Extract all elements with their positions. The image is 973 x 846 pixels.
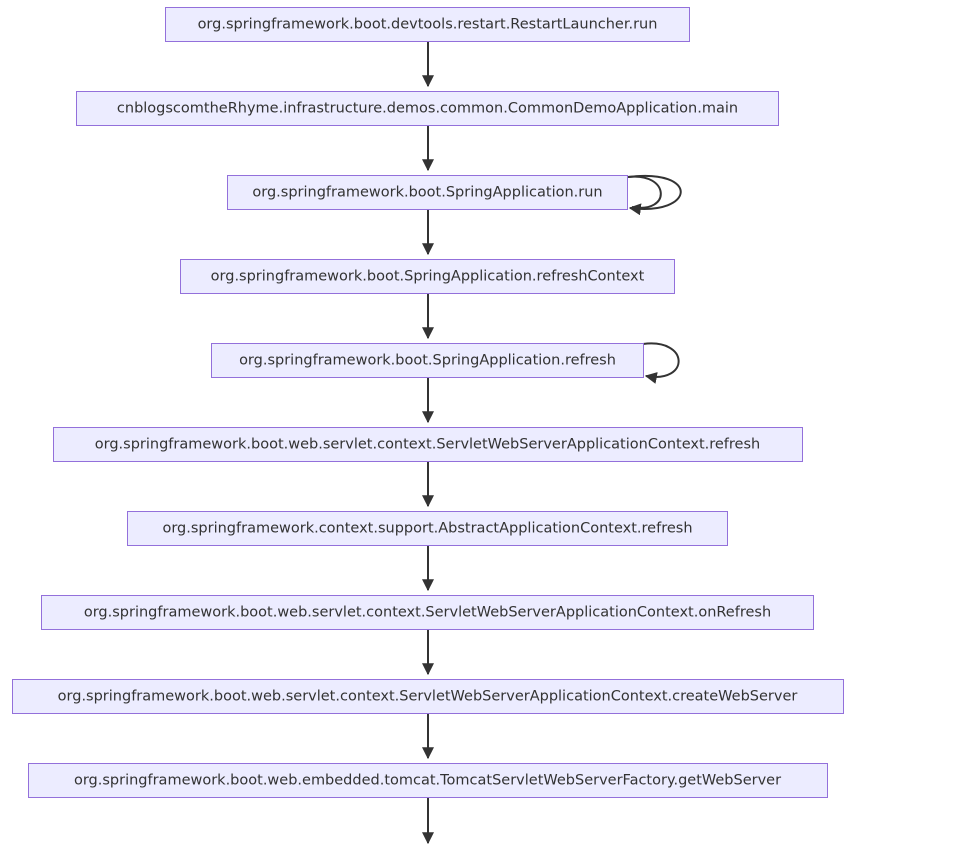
- nodes: org.springframework.boot.devtools.restar…: [12, 7, 844, 798]
- self-loop-n3-inner: [627, 175, 662, 209]
- node-restart-launcher-run: org.springframework.boot.devtools.restar…: [165, 7, 690, 42]
- node-label: org.springframework.boot.web.embedded.to…: [74, 773, 781, 789]
- node-spring-application-refresh: org.springframework.boot.SpringApplicati…: [211, 343, 644, 378]
- node-servlet-web-server-context-create-web-server: org.springframework.boot.web.servlet.con…: [12, 679, 844, 714]
- node-label: org.springframework.context.support.Abst…: [162, 521, 692, 537]
- node-servlet-web-server-context-refresh: org.springframework.boot.web.servlet.con…: [53, 427, 803, 462]
- edges: [422, 41, 682, 845]
- node-label: cnblogscomtheRhyme.infrastructure.demos.…: [117, 101, 738, 117]
- node-label: org.springframework.boot.SpringApplicati…: [239, 353, 616, 369]
- node-label: org.springframework.boot.devtools.restar…: [198, 17, 658, 33]
- node-spring-application-refresh-context: org.springframework.boot.SpringApplicati…: [180, 259, 675, 294]
- node-abstract-application-context-refresh: org.springframework.context.support.Abst…: [127, 511, 728, 546]
- node-label: org.springframework.boot.web.servlet.con…: [84, 605, 771, 621]
- node-servlet-web-server-context-on-refresh: org.springframework.boot.web.servlet.con…: [41, 595, 814, 630]
- self-loop-n3-outer: [627, 174, 682, 216]
- node-label: org.springframework.boot.web.servlet.con…: [58, 689, 798, 705]
- node-common-demo-application-main: cnblogscomtheRhyme.infrastructure.demos.…: [76, 91, 779, 126]
- node-label: org.springframework.boot.SpringApplicati…: [252, 185, 602, 201]
- node-spring-application-run: org.springframework.boot.SpringApplicati…: [227, 175, 628, 210]
- node-label: org.springframework.boot.web.servlet.con…: [95, 437, 760, 453]
- node-label: org.springframework.boot.SpringApplicati…: [211, 269, 645, 285]
- node-tomcat-factory-get-web-server: org.springframework.boot.web.embedded.to…: [28, 763, 828, 798]
- self-loop-n5: [642, 342, 680, 384]
